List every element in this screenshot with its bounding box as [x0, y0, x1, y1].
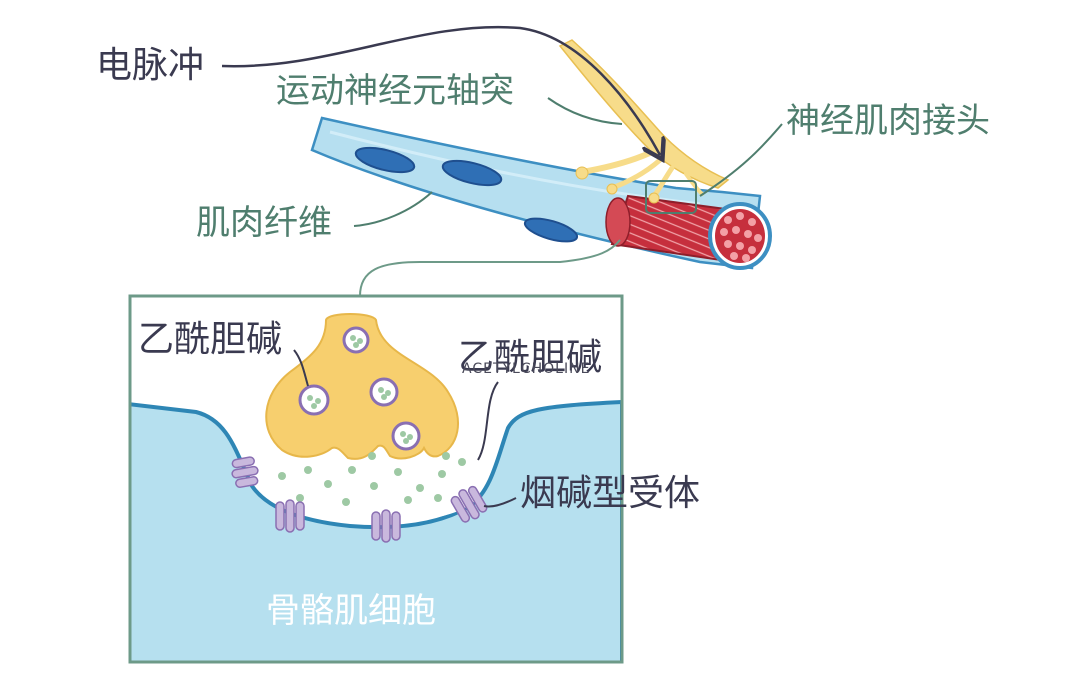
inset-connector	[359, 239, 621, 297]
acetylcholine-molecules	[278, 452, 466, 506]
nmj-highlight-box	[645, 180, 697, 214]
acetylcholine-english-label: ACETYLCHOLINE	[462, 361, 591, 377]
nmj-label: 神经肌肉接头	[786, 101, 990, 141]
axon-leader	[547, 97, 623, 125]
fiber-nuclei	[354, 146, 579, 243]
acetylcholine-label-right: 乙酰胆碱	[458, 337, 603, 378]
nicotinic-receptor-label: 烟碱型受体	[520, 473, 701, 514]
fiber-leader	[353, 191, 433, 227]
motor-axon-label: 运动神经元轴突	[276, 71, 514, 111]
acetylcholine-label-left: 乙酰胆碱	[138, 319, 283, 360]
ach-left-leader	[293, 349, 309, 387]
muscle-fiber-label: 肌肉纤维	[196, 203, 332, 243]
motor-axon	[558, 39, 730, 204]
synaptic-cleft	[262, 436, 481, 523]
nicotinic-receptors	[231, 456, 488, 543]
skeletal-muscle-cell-label: 骨骼肌细胞	[266, 591, 436, 631]
pulse-arrow	[221, 25, 660, 155]
synaptic-vesicles	[298, 326, 421, 451]
nmj-leader	[699, 123, 783, 197]
watermark: 知乎 @小橙童学	[822, 625, 1042, 660]
myofibril-bundle	[605, 194, 772, 270]
nachr-leader	[483, 497, 517, 508]
ach-right-leader	[477, 381, 499, 461]
electric-pulse-label: 电脉冲	[96, 45, 205, 86]
